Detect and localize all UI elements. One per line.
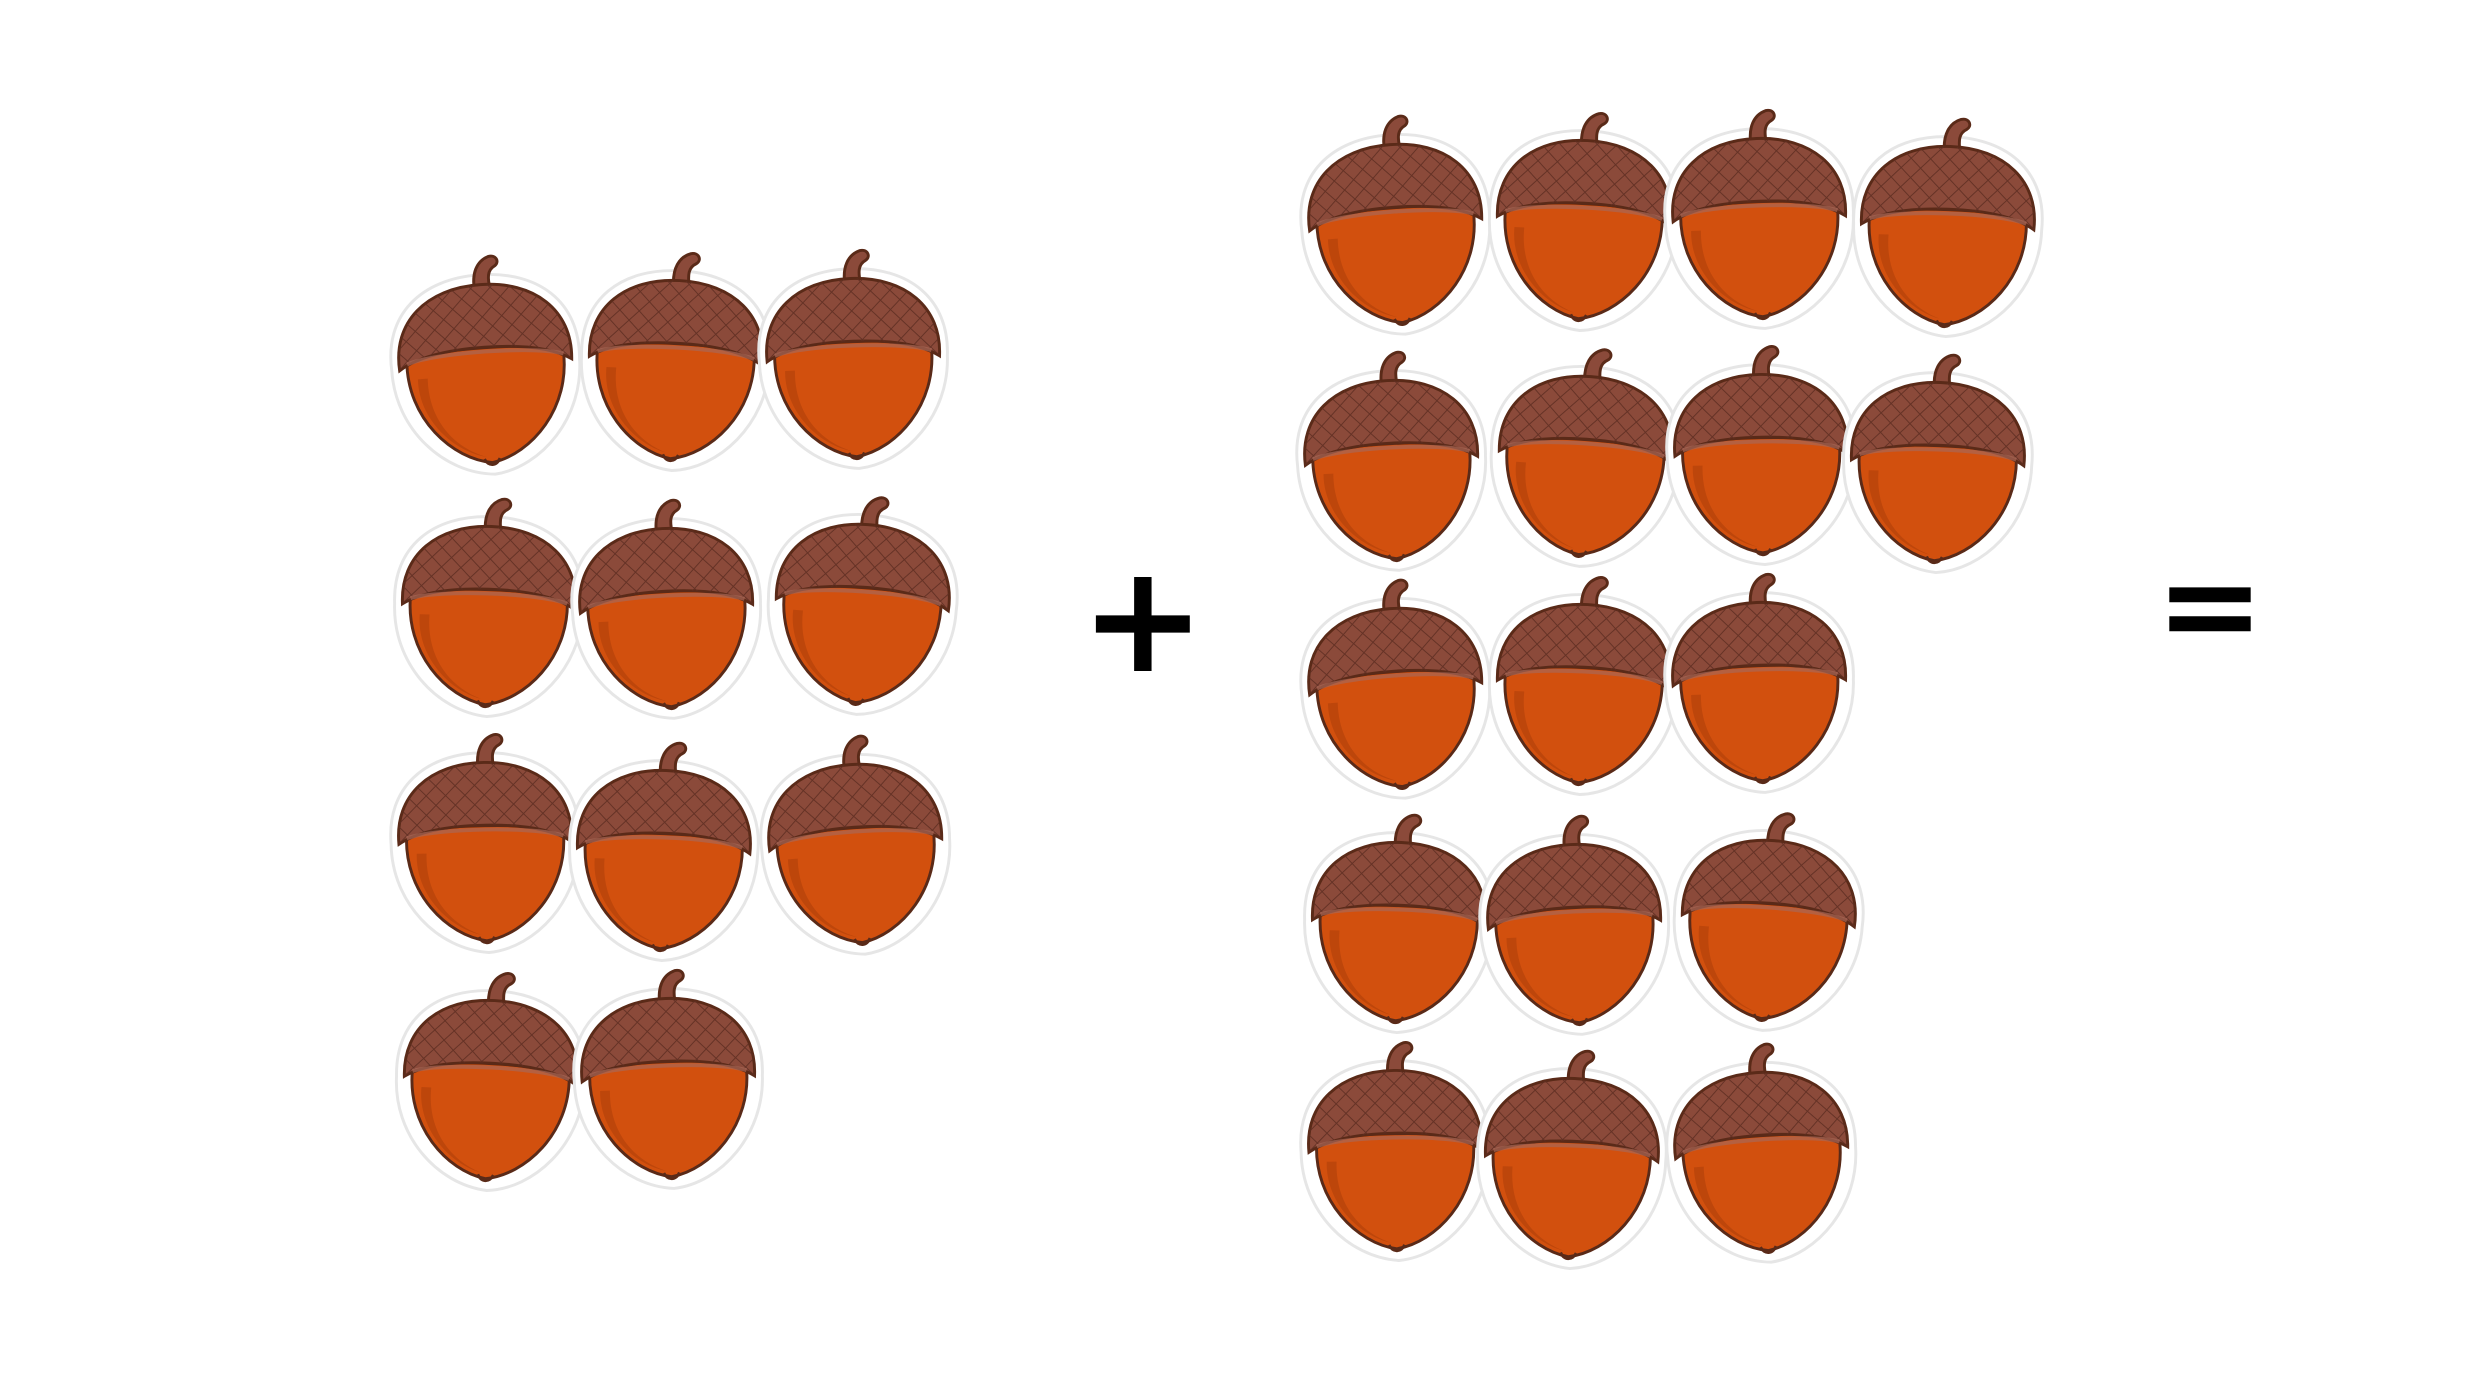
acorn-icon (395, 972, 587, 1192)
acorn-icon (1299, 1041, 1491, 1262)
left-acorn-group (389, 248, 959, 1192)
acorn-icon (1299, 114, 1492, 336)
right-acorn-group (1295, 108, 2044, 1271)
acorn-icon (568, 741, 760, 963)
acorn-icon (393, 497, 585, 719)
acorn-icon (1478, 814, 1670, 1036)
acorn-icon (580, 252, 772, 472)
acorn-icon (1665, 1042, 1858, 1264)
acorn-icon (1665, 345, 1857, 566)
equals-sign: = (2155, 529, 2265, 681)
acorn-icon (1842, 353, 2034, 575)
acorn-icon (1489, 348, 1682, 568)
acorn-icon (389, 254, 582, 476)
acorn-icon (766, 496, 959, 716)
acorn-icon (1303, 813, 1495, 1035)
acorn-icon (1476, 1049, 1668, 1271)
acorn-icon (1663, 108, 1855, 330)
acorn-icon (1295, 350, 1487, 572)
acorn-icon (1299, 578, 1492, 800)
acorn-icon (1672, 812, 1865, 1032)
acorn-icon (1488, 576, 1680, 796)
acorn-icon (1852, 117, 2044, 339)
acorn-icon (759, 734, 952, 956)
acorn-icon (1663, 572, 1855, 794)
acorn-icon (1488, 112, 1680, 332)
plus-sign: + (1080, 533, 1206, 707)
acorn-icon (572, 968, 764, 1190)
acorn-icon (757, 248, 949, 470)
acorn-icon (389, 733, 581, 954)
acorn-icon (570, 498, 762, 720)
